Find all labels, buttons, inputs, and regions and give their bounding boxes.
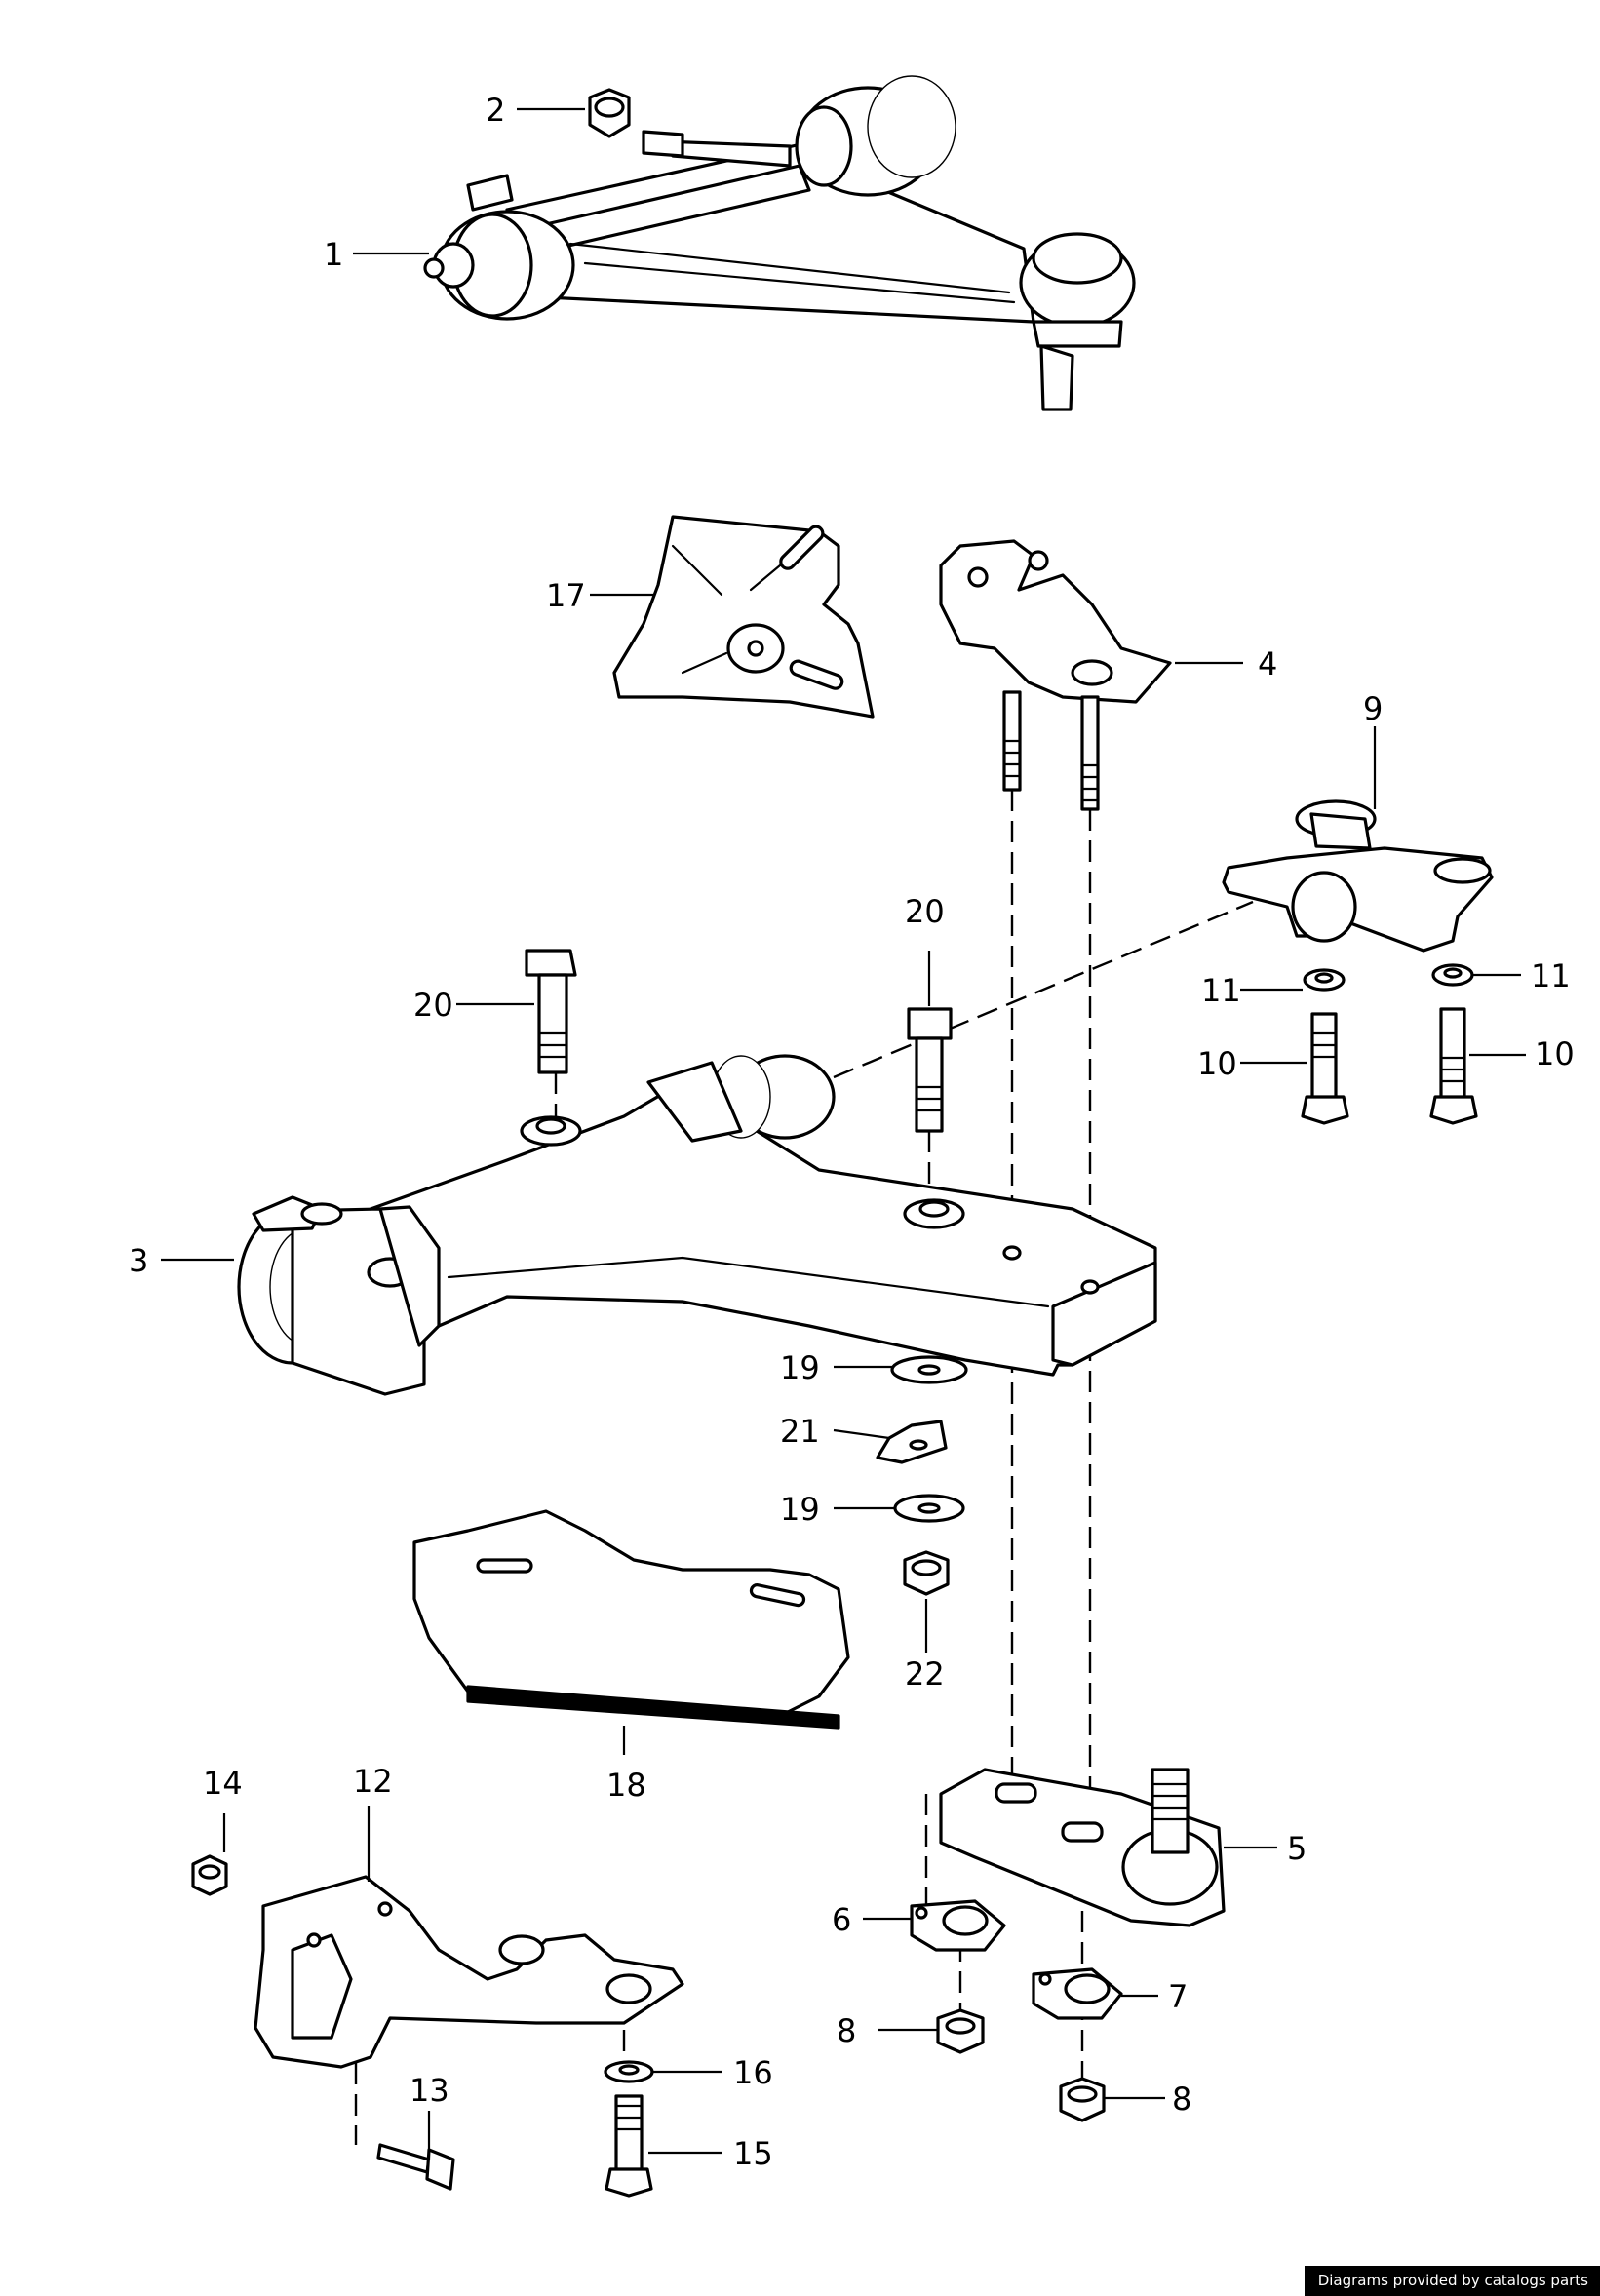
- callout-7: 7: [1168, 1978, 1188, 2015]
- part-ball-joint-plate: [939, 1768, 1226, 1927]
- callout-21: 21: [780, 1413, 820, 1450]
- part-lower-control-arm: [237, 1054, 1157, 1396]
- part-nut-8-left: [936, 2008, 985, 2054]
- part-bolt-10-right: [1429, 1007, 1478, 1125]
- part-washer-11-right: [1431, 963, 1474, 987]
- callout-15: 15: [733, 2135, 773, 2172]
- callout-11b: 11: [1531, 957, 1571, 994]
- callout-10b: 10: [1535, 1035, 1575, 1072]
- part-bolt-10-left: [1301, 1012, 1349, 1125]
- callout-5: 5: [1287, 1830, 1307, 1867]
- part-bolt-15: [605, 2094, 653, 2198]
- part-bolt-13: [376, 2143, 455, 2191]
- callout-labels: 1 2 3 4 5 6 7 8 8 9 10 10 11 11 12 13 14…: [129, 92, 1575, 2172]
- part-nut-14: [191, 1854, 228, 1896]
- part-nut-22: [903, 1550, 950, 1596]
- callout-12: 12: [353, 1763, 393, 1800]
- part-clip-21: [876, 1420, 948, 1464]
- callout-10a: 10: [1197, 1045, 1237, 1082]
- callout-6: 6: [832, 1901, 851, 1938]
- callout-4: 4: [1258, 645, 1277, 682]
- part-eccentric-7: [1032, 1967, 1123, 2020]
- callout-20b: 20: [905, 893, 945, 930]
- part-heat-shield-plate: [612, 515, 875, 719]
- callout-14: 14: [203, 1765, 243, 1802]
- part-bracket-12: [254, 1875, 684, 2069]
- callout-3: 3: [129, 1242, 148, 1279]
- callout-1: 1: [324, 236, 343, 273]
- callout-16: 16: [733, 2054, 773, 2091]
- assembly-guide-lines: [354, 790, 1254, 2145]
- callout-8a: 8: [837, 2012, 856, 2049]
- part-stabilizer-clamp: [1222, 799, 1494, 953]
- callout-20a: 20: [413, 987, 453, 1024]
- credit-caption: Diagrams provided by catalogs parts: [1304, 2266, 1600, 2296]
- leader-lines: [161, 107, 1526, 2160]
- callout-8b: 8: [1172, 2081, 1191, 2118]
- callout-22: 22: [905, 1655, 945, 1693]
- part-washer-11-left: [1303, 968, 1346, 992]
- part-washer-19-lower: [893, 1494, 965, 1523]
- part-nut-8-right: [1059, 2077, 1106, 2122]
- part-bolt-20-left: [525, 949, 577, 1074]
- part-bolt-20-right: [907, 1007, 953, 1133]
- callout-13: 13: [410, 2072, 449, 2109]
- part-bracket-4: [939, 539, 1172, 811]
- callout-9: 9: [1363, 690, 1383, 727]
- part-washer-16: [604, 2060, 654, 2083]
- callout-18: 18: [606, 1767, 646, 1804]
- callout-19b: 19: [780, 1491, 820, 1528]
- part-eccentric-6: [910, 1899, 1006, 1952]
- part-lower-shield-18: [412, 1509, 850, 1730]
- part-washer-19-upper: [890, 1355, 968, 1384]
- part-upper-control-arm: [423, 75, 1136, 411]
- callout-11a: 11: [1201, 972, 1241, 1009]
- callout-2: 2: [486, 92, 505, 129]
- callout-17: 17: [546, 577, 586, 614]
- callout-19a: 19: [780, 1349, 820, 1386]
- part-nut-2: [588, 88, 631, 138]
